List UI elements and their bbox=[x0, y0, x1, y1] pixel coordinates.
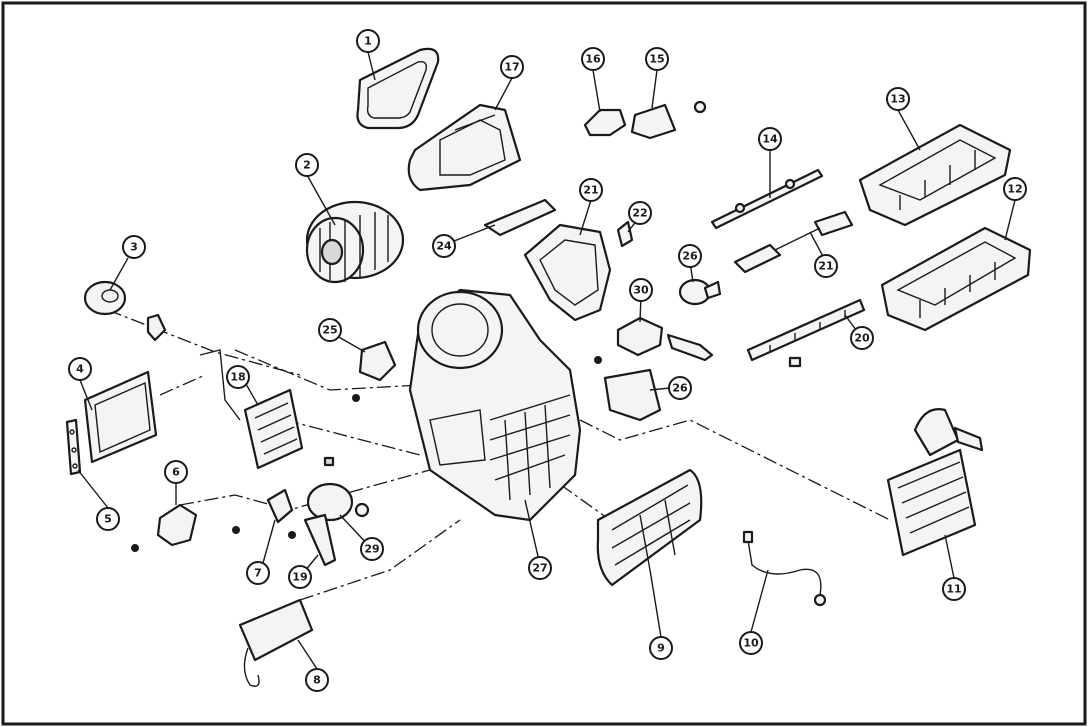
part-29-servo bbox=[306, 456, 370, 522]
callout-label: 2 bbox=[303, 159, 311, 172]
part-21-linkage bbox=[733, 210, 854, 274]
part-2-blower bbox=[305, 200, 405, 284]
part-10-sensor bbox=[742, 530, 827, 607]
callout-label: 10 bbox=[743, 637, 759, 650]
part-11-evaporator bbox=[886, 408, 984, 557]
callout-label: 1 bbox=[364, 35, 372, 48]
part-14-shaft bbox=[710, 168, 824, 230]
callout-4: 4 bbox=[68, 357, 92, 381]
callout-3: 3 bbox=[122, 235, 146, 259]
callout-22: 22 bbox=[628, 201, 652, 225]
callout-6: 6 bbox=[164, 460, 188, 484]
callout-label: 3 bbox=[130, 241, 138, 254]
callout-26-right: 26 bbox=[668, 376, 692, 400]
part-13-case bbox=[858, 123, 1012, 227]
callout-18: 18 bbox=[226, 365, 250, 389]
callout-label: 4 bbox=[76, 363, 84, 376]
callout-label: 17 bbox=[504, 61, 519, 74]
callout-label: 20 bbox=[854, 332, 870, 345]
callout-20: 20 bbox=[850, 326, 874, 350]
callout-label: 14 bbox=[762, 133, 778, 146]
callout-25: 25 bbox=[318, 318, 342, 342]
callout-26-upper: 26 bbox=[678, 244, 702, 268]
callout-21-upper: 21 bbox=[579, 178, 603, 202]
part-21-housing bbox=[523, 223, 612, 322]
callout-label: 29 bbox=[364, 543, 379, 556]
part-7-link bbox=[232, 488, 294, 534]
callout-label: 8 bbox=[313, 674, 321, 687]
callout-16: 16 bbox=[581, 47, 605, 71]
callout-7: 7 bbox=[246, 561, 270, 585]
part-9-grille bbox=[596, 468, 703, 587]
part-28-cover bbox=[603, 368, 662, 422]
callout-label: 26 bbox=[682, 250, 698, 263]
part-3-cap bbox=[83, 280, 167, 342]
callout-label: 21 bbox=[583, 184, 598, 197]
callout-label: 24 bbox=[436, 240, 452, 253]
callout-label: 6 bbox=[172, 466, 180, 479]
callout-10: 10 bbox=[739, 631, 763, 655]
callout-5: 5 bbox=[96, 507, 120, 531]
part-1-seal bbox=[356, 47, 440, 130]
callout-label: 13 bbox=[890, 93, 905, 106]
callout-label: 12 bbox=[1007, 183, 1022, 196]
callout-label: 9 bbox=[657, 642, 665, 655]
part-19-lever bbox=[288, 513, 337, 567]
part-18-heater-core bbox=[199, 349, 304, 470]
callout-label: 15 bbox=[649, 53, 664, 66]
callout-11: 11 bbox=[942, 577, 966, 601]
part-30-actuator bbox=[594, 316, 714, 364]
callout-label: 27 bbox=[532, 562, 547, 575]
callout-29: 29 bbox=[360, 537, 384, 561]
part-20-rail bbox=[746, 298, 866, 368]
part-25-bracket bbox=[352, 340, 397, 402]
part-26-actuator bbox=[678, 278, 722, 306]
callout-15: 15 bbox=[645, 47, 669, 71]
callout-9: 9 bbox=[649, 636, 673, 660]
callout-12: 12 bbox=[1003, 177, 1027, 201]
callout-label: 21 bbox=[818, 260, 833, 273]
callout-label: 25 bbox=[322, 324, 337, 337]
part-24-strip bbox=[483, 198, 557, 237]
part-8-resistor bbox=[238, 598, 314, 687]
callout-2: 2 bbox=[295, 153, 319, 177]
callout-19: 19 bbox=[288, 565, 312, 589]
callout-27: 27 bbox=[528, 556, 552, 580]
part-6-bracket bbox=[131, 503, 198, 552]
callout-21-right: 21 bbox=[814, 254, 838, 278]
callout-label: 16 bbox=[585, 53, 601, 66]
part-12-case bbox=[880, 226, 1032, 332]
callout-13: 13 bbox=[886, 87, 910, 111]
part-4-filter bbox=[83, 370, 158, 464]
part-5-strip bbox=[65, 418, 82, 476]
callout-24: 24 bbox=[432, 234, 456, 258]
callout-8: 8 bbox=[305, 668, 329, 692]
callout-14: 14 bbox=[758, 127, 782, 151]
callout-label: 7 bbox=[254, 567, 262, 580]
callout-30: 30 bbox=[629, 278, 653, 302]
callout-label: 19 bbox=[292, 571, 307, 584]
part-15-bracket bbox=[630, 100, 707, 140]
callout-label: 11 bbox=[946, 583, 961, 596]
part-17-duct bbox=[407, 103, 522, 192]
part-22-clip bbox=[616, 220, 634, 248]
callout-label: 26 bbox=[672, 382, 688, 395]
callout-label: 5 bbox=[104, 513, 112, 526]
part-27-main-case bbox=[408, 288, 582, 522]
callout-label: 22 bbox=[632, 207, 647, 220]
part-16-bracket bbox=[583, 108, 627, 137]
callout-label: 30 bbox=[633, 284, 649, 297]
callout-17: 17 bbox=[500, 55, 524, 79]
callout-label: 18 bbox=[230, 371, 245, 384]
callout-1: 1 bbox=[356, 29, 380, 53]
